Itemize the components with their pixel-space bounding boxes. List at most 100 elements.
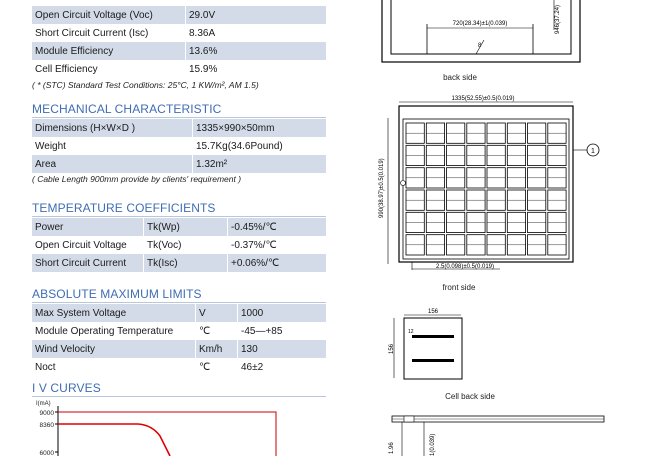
section-divider bbox=[32, 396, 326, 397]
callout-circle bbox=[586, 143, 600, 157]
iv-chart-frame bbox=[58, 411, 277, 456]
iv-curve-line bbox=[58, 423, 171, 456]
mechanical-title: MECHANICAL CHARACTERISTIC bbox=[32, 102, 222, 116]
section-divider bbox=[32, 117, 326, 118]
iv-y-unit: I(mA) bbox=[36, 401, 51, 407]
row-value: 1335×990×50mm bbox=[192, 119, 326, 137]
dim-width-label: 1335(52.55)±0.5(0.019) bbox=[451, 96, 514, 102]
panel-inner-frame bbox=[402, 118, 570, 260]
busbar bbox=[412, 335, 454, 338]
row-label: Open Circuit Voltage (Voc) bbox=[32, 6, 186, 24]
cell-grid bbox=[405, 122, 567, 256]
row-value: 29.0V bbox=[185, 6, 326, 24]
busbar bbox=[412, 359, 454, 362]
table-row: Short Circuit Current Tk(Isc) +0.06%/℃ bbox=[32, 254, 326, 272]
row-unit: Km/h bbox=[195, 340, 238, 358]
row-label: Max System Voltage bbox=[32, 304, 196, 322]
panel-outline bbox=[381, 0, 581, 63]
profile-dim-thick: 1.96 bbox=[389, 442, 395, 454]
row-label: Short Circuit Current bbox=[32, 254, 144, 272]
panel-outline bbox=[398, 105, 574, 263]
row-label: Power bbox=[32, 218, 144, 236]
row-label: Short Circuit Current (Isc) bbox=[32, 24, 186, 42]
row-value: 1.32m² bbox=[192, 155, 326, 173]
cell-dim-left: 156 bbox=[389, 343, 395, 354]
junction-marker bbox=[400, 180, 406, 186]
table-row: Noct ℃ 46±2 bbox=[32, 358, 326, 376]
iv-tick-label: 6000 bbox=[40, 450, 55, 456]
row-value: -0.37%/℃ bbox=[227, 236, 326, 254]
row-label: Module Operating Temperature bbox=[32, 322, 196, 340]
front-side-caption: front side bbox=[443, 283, 476, 292]
row-label: Module Efficiency bbox=[32, 42, 186, 60]
profile-dim-small: 1(0.039) bbox=[430, 434, 436, 456]
absolute-limits-title: ABSOLUTE MAXIMUM LIMITS bbox=[32, 287, 202, 301]
front-side-drawing: 1335(52.55)±0.5(0.019) 990(38.97)±0.5(0.… bbox=[379, 96, 600, 292]
frame-profile-drawing: 1.96 1(0.039) bbox=[389, 415, 605, 456]
row-value: -0.45%/℃ bbox=[227, 218, 326, 236]
dim-height-label: 990(38.97)±0.5(0.019) bbox=[379, 158, 385, 218]
row-value: -45—+85 bbox=[237, 322, 326, 340]
table-row: Module Operating Temperature ℃ -45—+85 bbox=[32, 322, 326, 340]
table-row: Wind Velocity Km/h 130 bbox=[32, 340, 326, 358]
row-value: 15.9% bbox=[185, 60, 326, 78]
row-value: 13.6% bbox=[185, 42, 326, 60]
table-row: Open Circuit Voltage (Voc) 29.0V bbox=[32, 6, 326, 24]
table-row: Open Circuit Voltage Tk(Voc) -0.37%/℃ bbox=[32, 236, 326, 254]
cell-outline bbox=[403, 317, 463, 380]
cell-back-drawing: 156 156 12 Cell back side bbox=[389, 309, 495, 401]
row-label: Open Circuit Voltage bbox=[32, 236, 144, 254]
row-value: 8.36A bbox=[185, 24, 326, 42]
row-symbol: Tk(Isc) bbox=[143, 254, 228, 272]
row-label: Area bbox=[32, 155, 193, 173]
iv-tick-label: 8360 bbox=[40, 422, 55, 429]
table-row: Module Efficiency 13.6% bbox=[32, 42, 326, 60]
leader-line bbox=[475, 39, 485, 55]
back-side-caption: back side bbox=[443, 73, 477, 82]
section-divider bbox=[32, 216, 326, 217]
row-value: 46±2 bbox=[237, 358, 326, 376]
iv-curve-chart: I(mA) 9000 8360 6000 bbox=[36, 401, 277, 456]
cell-dim-top: 156 bbox=[428, 309, 439, 315]
table-row: Max System Voltage V 1000 bbox=[32, 304, 326, 322]
row-label: Weight bbox=[32, 137, 193, 155]
stc-note: ( * (STC) Standard Test Conditions: 25°C… bbox=[32, 80, 259, 90]
callout-number: 1 bbox=[591, 148, 595, 155]
row-label: Dimensions (H×W×D ) bbox=[32, 119, 193, 137]
cell-mark: 12 bbox=[408, 329, 414, 335]
iv-tick-label: 9000 bbox=[40, 410, 55, 417]
row-label: Noct bbox=[32, 358, 196, 376]
row-value: 130 bbox=[237, 340, 326, 358]
back-side-drawing: 720(28.34)±1(0.039) 946(37.24) 8 back si… bbox=[381, 0, 581, 82]
temperature-table: Power Tk(Wp) -0.45%/℃ Open Circuit Volta… bbox=[32, 218, 326, 272]
row-unit: ℃ bbox=[195, 358, 238, 376]
row-label: Cell Efficiency bbox=[32, 60, 186, 78]
absolute-limits-table: Max System Voltage V 1000 Module Operati… bbox=[32, 304, 326, 376]
row-value: +0.06%/℃ bbox=[227, 254, 326, 272]
hole-label: 8 bbox=[478, 43, 482, 49]
mechanical-table: Dimensions (H×W×D ) 1335×990×50mm Weight… bbox=[32, 119, 326, 173]
cable-note: ( Cable Length 900mm provide by clients'… bbox=[32, 174, 242, 184]
row-value: 1000 bbox=[237, 304, 326, 322]
electrical-table: Open Circuit Voltage (Voc) 29.0V Short C… bbox=[32, 6, 326, 78]
temperature-title: TEMPERATURE COEFFICIENTS bbox=[32, 201, 216, 215]
row-unit: V bbox=[195, 304, 238, 322]
cell-back-caption: Cell back side bbox=[445, 392, 495, 401]
row-symbol: Tk(Voc) bbox=[143, 236, 228, 254]
row-value: 15.7Kg(34.6Pound) bbox=[192, 137, 326, 155]
table-row: Cell Efficiency 15.9% bbox=[32, 60, 326, 78]
row-label: Wind Velocity bbox=[32, 340, 196, 358]
profile-detail bbox=[403, 415, 415, 423]
table-row: Area 1.32m² bbox=[32, 155, 326, 173]
dim-offset-label: 720(28.34)±1(0.039) bbox=[453, 21, 508, 27]
table-row: Short Circuit Current (Isc) 8.36A bbox=[32, 24, 326, 42]
row-unit: ℃ bbox=[195, 322, 238, 340]
dim-gap-label: 2.5(0.098)±0.5(0.019) bbox=[436, 264, 494, 270]
row-symbol: Tk(Wp) bbox=[143, 218, 228, 236]
panel-inner-frame bbox=[390, 0, 572, 55]
table-row: Weight 15.7Kg(34.6Pound) bbox=[32, 137, 326, 155]
iv-curves-title: I V CURVES bbox=[32, 381, 101, 395]
dim-side-label: 946(37.24) bbox=[555, 5, 561, 34]
section-divider bbox=[32, 302, 326, 303]
table-row: Power Tk(Wp) -0.45%/℃ bbox=[32, 218, 326, 236]
